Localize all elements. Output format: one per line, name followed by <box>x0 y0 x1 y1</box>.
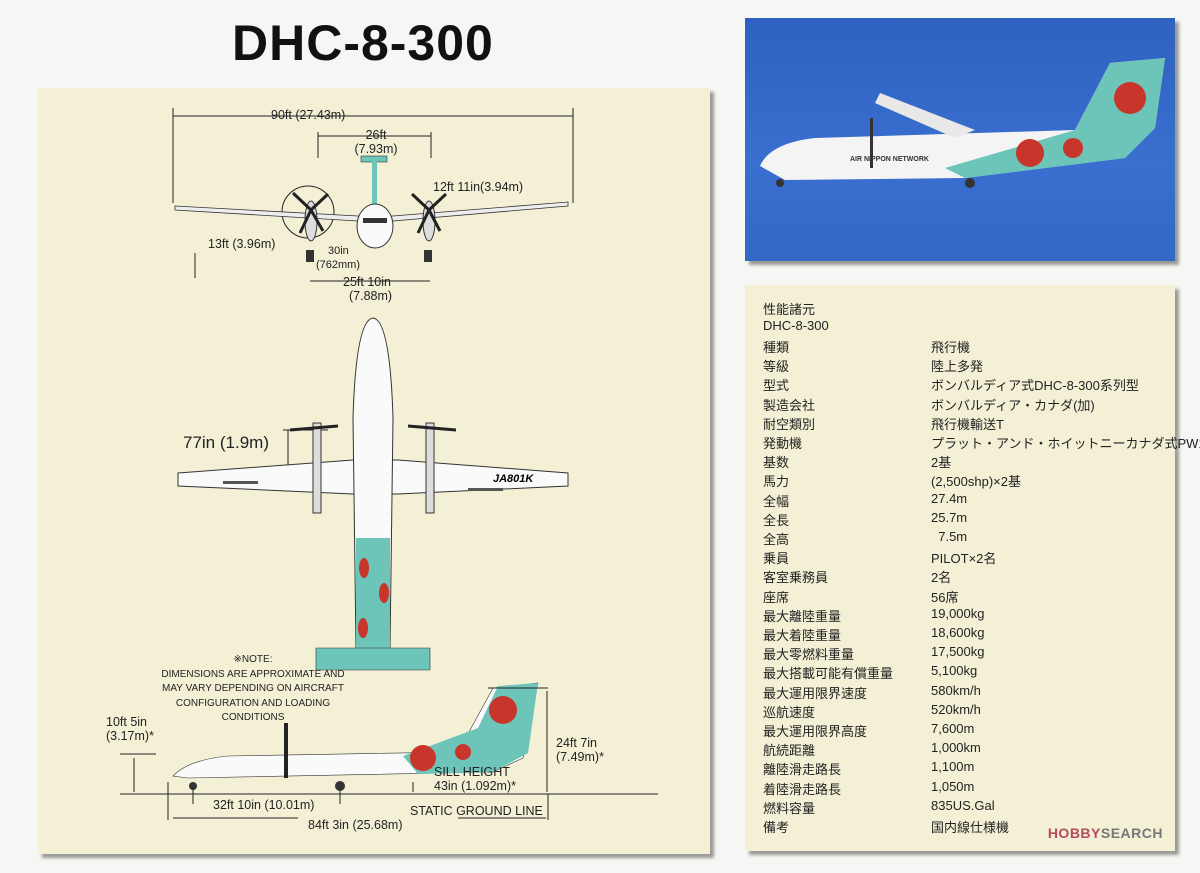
spec-value: 520km/h <box>931 701 981 717</box>
spec-key: 燃料容量 <box>763 800 816 816</box>
spec-value: 25.7m <box>931 509 968 525</box>
spec-value: 1,000km <box>931 740 981 756</box>
spec-value: 飛行機輸送T <box>931 416 1004 432</box>
watermark-brand-a: HOBBY <box>1047 825 1101 841</box>
spec-value: 835US.Gal <box>931 797 995 813</box>
prop-clearance-in: 30in <box>328 245 349 257</box>
spec-key: 最大搭載可能有償重量 <box>763 666 894 682</box>
spec-value: 27.4m <box>931 490 968 506</box>
spec-value: 1,050m <box>931 778 975 794</box>
overall-height-m: (7.49m)* <box>556 750 604 764</box>
spec-key: 型式 <box>763 378 790 394</box>
spec-value: 国内線仕様機 <box>931 820 1010 835</box>
spec-key: 全幅 <box>763 493 790 509</box>
aircraft-drawings: JA801K <box>120 108 658 820</box>
spec-value: 580km/h <box>931 682 981 698</box>
spec-key: 全高 <box>763 532 790 547</box>
spec-key: 発動機 <box>763 436 803 451</box>
spec-value: プラット・アンド・ホイットニーカナダ式PW123B <box>931 436 1200 451</box>
three-view-drawing-panel: JA801K 90ft (27.43m) 26ft (7.93m) 12ft 1… <box>38 88 710 854</box>
note-line: CONDITIONS <box>221 712 285 723</box>
cabin-height-ft: 10ft 5in <box>106 715 148 729</box>
overall-height-ft: 24ft 7in <box>556 736 598 750</box>
sill-height-value: 43in (1.092m)* <box>434 779 516 793</box>
spec-value: 7.5m <box>931 529 968 544</box>
side-view-aircraft <box>120 682 658 820</box>
spec-model: DHC-8-300 <box>763 318 829 333</box>
aircraft-photo: AIR NIPPON NETWORK <box>745 18 1175 261</box>
spec-value: 2名 <box>931 570 952 586</box>
spec-key: 最大零燃料重量 <box>763 647 855 663</box>
span-label: 90ft (27.43m) <box>271 108 346 122</box>
spec-key: 等級 <box>763 359 790 375</box>
registration-text: JA801K <box>493 473 534 485</box>
sill-height-label: SILL HEIGHT <box>434 765 510 779</box>
page-title: DHC-8-300 <box>232 15 494 71</box>
spec-key: 離陸滑走路長 <box>763 762 842 778</box>
spec-key: 最大離陸重量 <box>763 608 842 624</box>
note-line: CONFIGURATION AND LOADING <box>175 697 331 709</box>
spec-value: 18,600kg <box>931 625 985 640</box>
engine-offset-label: 12ft 11in(3.94m) <box>433 180 524 194</box>
tailplane-span-ft: 26ft <box>365 128 387 142</box>
note-line: DIMENSIONS ARE APPROXIMATE AND <box>161 668 345 680</box>
spec-key: 馬力 <box>763 474 790 490</box>
ground-line-label: STATIC GROUND LINE <box>410 804 543 818</box>
note-line: MAY VARY DEPENDING ON AIRCRAFT <box>162 683 344 694</box>
spec-value: 19,000kg <box>931 605 985 621</box>
spec-key: 耐空類別 <box>763 416 816 432</box>
spec-value: 17,500kg <box>931 644 985 660</box>
spec-heading: 性能諸元 <box>763 302 816 317</box>
spec-value: ボンバルディア・カナダ(加) <box>931 397 1095 413</box>
cabin-height-m: (3.17m)* <box>106 729 154 743</box>
spec-key: 巡航速度 <box>763 704 816 720</box>
spec-value: 1,100m <box>931 759 975 775</box>
spec-value: 56席 <box>931 589 959 605</box>
track-ft: 25ft 10in <box>343 275 391 289</box>
photo-livery-text: AIR NIPPON NETWORK <box>850 156 929 163</box>
spec-value: ボンバルディア式DHC-8-300系列型 <box>931 378 1139 394</box>
spec-key: 全長 <box>763 512 790 528</box>
track-m: (7.88m) <box>349 289 393 303</box>
spec-key: 乗員 <box>763 551 790 567</box>
hobby-search-watermark: HOBBYSEARCH <box>1048 825 1163 841</box>
watermark-brand-b: SEARCH <box>1100 825 1163 841</box>
spec-value: 7,600m <box>931 721 975 736</box>
spec-value: 陸上多発 <box>931 359 984 375</box>
tailplane-span-m: (7.93m) <box>354 142 398 156</box>
spec-key: 最大着陸重量 <box>763 628 842 643</box>
plan-view-aircraft: JA801K <box>177 317 569 671</box>
photo-aircraft: AIR NIPPON NETWORK <box>760 58 1165 188</box>
spec-key: 客室乗務員 <box>763 570 829 586</box>
spec-key: 航続距離 <box>763 743 816 759</box>
length-label: 84ft 3in (25.68m) <box>308 818 403 832</box>
spec-value: 2基 <box>931 455 952 471</box>
prop-diameter-label: 13ft (3.96m) <box>208 237 276 251</box>
spec-key: 種類 <box>763 340 790 355</box>
spec-table-panel: 性能諸元 DHC-8-300 種類 飛行機等級 陸上多発型式 ボンバルディア式DHC-… <box>745 285 1200 851</box>
spec-key: 座席 <box>763 589 790 605</box>
spec-key: 最大運用限界速度 <box>763 685 868 701</box>
note-line: ※NOTE: <box>233 654 273 665</box>
wheelbase-label: 32ft 10in (10.01m) <box>213 798 315 812</box>
spec-key: 着陸滑走路長 <box>763 781 842 797</box>
spec-key: 備考 <box>763 820 790 835</box>
spec-key: 基数 <box>763 455 790 471</box>
front-view-aircraft <box>174 155 569 262</box>
spec-key: 最大運用限界高度 <box>763 724 868 739</box>
spec-value: (2,500shp)×2基 <box>931 474 1021 490</box>
prop-clearance-mm: (762mm) <box>316 259 361 271</box>
spec-key: 製造会社 <box>763 397 816 413</box>
spec-value: PILOT×2名 <box>931 551 997 567</box>
dimensions-note: ※NOTE: DIMENSIONS ARE APPROXIMATE AND MA… <box>148 653 358 726</box>
spec-value: 5,100kg <box>931 663 978 679</box>
spec-value: 飛行機 <box>931 340 971 355</box>
prop-clearance-label: 77in (1.9m) <box>183 433 269 452</box>
